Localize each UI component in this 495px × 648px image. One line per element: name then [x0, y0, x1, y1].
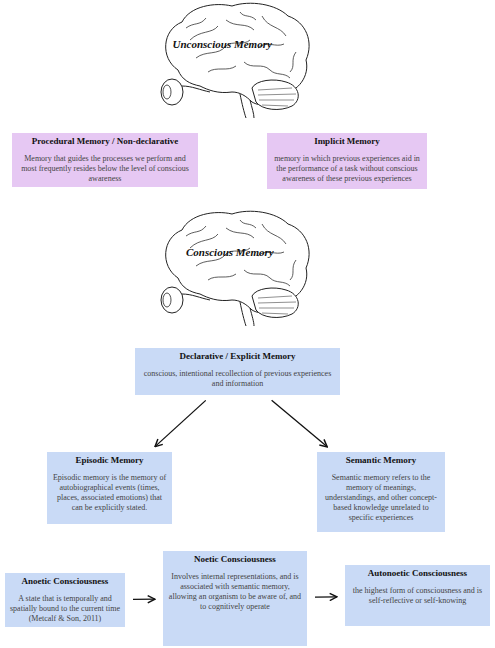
memory-box: Implicit Memory memory in which previous …: [267, 133, 427, 189]
memory-box: Anoetic Consciousness A state that is tem…: [5, 573, 125, 627]
memory-box: Noetic ConsciousnessInvolves internal re…: [163, 551, 307, 646]
box-description: Episodic memory is the memory of autobio…: [52, 473, 167, 513]
arrow-connector: [315, 596, 337, 598]
box-heading: Procedural Memory / Non-declarative: [17, 136, 193, 147]
memory-box: Episodic MemoryEpisodic memory is the me…: [47, 452, 172, 524]
memory-box: Procedural Memory / Non-declarativeMemor…: [12, 133, 198, 187]
box-description: conscious, intentional recollection of p…: [140, 369, 335, 389]
box-description: Involves internal representations, and i…: [168, 572, 302, 612]
brain-drawing: [161, 3, 309, 118]
arrow-connector: [133, 599, 155, 600]
box-heading: Semantic Memory: [322, 455, 440, 466]
box-heading: Implicit Memory: [272, 136, 422, 147]
box-heading: Noetic Consciousness: [168, 554, 302, 565]
box-description: Memory that guides the processes we perf…: [17, 154, 193, 184]
box-heading: Autonoetic Consciousness: [350, 568, 485, 579]
box-description: A state that is temporally and spatially…: [10, 594, 120, 624]
memory-box: Semantic MemorySemantic memory refers to…: [317, 452, 445, 532]
memory-box: Declarative / Explicit Memory conscious, …: [135, 348, 340, 395]
box-heading: Anoetic Consciousness: [10, 576, 120, 587]
brain-drawing: [161, 211, 309, 326]
box-description: memory in which previous experiences aid…: [272, 154, 422, 184]
arrow-connector: [155, 400, 206, 446]
box-description: Semantic memory refers to the memory of …: [322, 473, 440, 523]
brain-label: Unconscious Memory: [173, 38, 272, 50]
arrow-connector: [272, 400, 328, 447]
memory-box: Autonoetic Consciousness the highest form…: [345, 565, 490, 626]
box-description: the highest form of consciousness and is…: [350, 586, 485, 606]
brain-label: Conscious Memory: [186, 246, 274, 258]
box-heading: Declarative / Explicit Memory: [140, 351, 335, 362]
box-heading: Episodic Memory: [52, 455, 167, 466]
